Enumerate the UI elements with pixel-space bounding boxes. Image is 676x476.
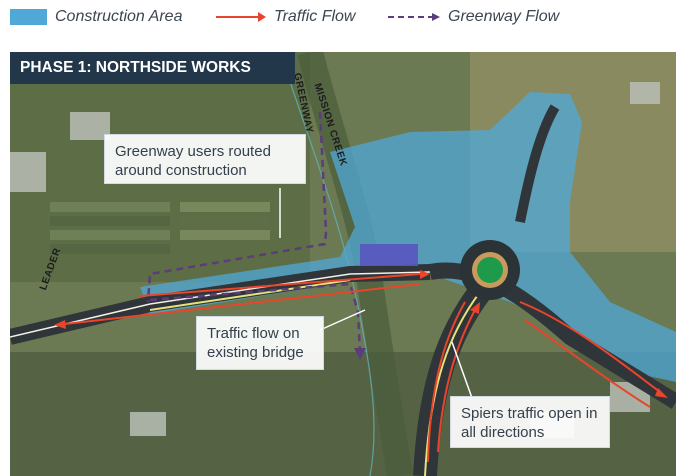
construction-area-swatch: [10, 9, 47, 25]
crop-rows: [50, 202, 270, 254]
legend-construction-label: Construction Area: [55, 8, 183, 25]
spiers-callout: Spiers traffic open in all directions: [450, 396, 610, 448]
phase-title-banner: PHASE 1: NORTHSIDE WORKS: [10, 52, 295, 84]
bridge: [360, 244, 418, 266]
spiers-callout-leader: [451, 341, 473, 399]
legend-construction-area: Construction Area: [10, 6, 182, 28]
legend-traffic-flow: Traffic Flow: [214, 6, 355, 28]
bridge-callout: Traffic flow on existing bridge: [196, 316, 324, 370]
traffic-flow-westbound: [64, 283, 421, 325]
greenway-return-path: [149, 282, 362, 353]
greenway-arrowhead-icon: [354, 348, 366, 360]
greenway-callout: Greenway users routed around constructio…: [104, 134, 306, 184]
traffic-flow-spiers-south: [427, 301, 466, 463]
bridge-callout-leader: [319, 309, 366, 331]
spiers-road-centerline: [424, 291, 481, 476]
roundabout-center: [477, 257, 503, 283]
main-road-edge: [10, 271, 431, 338]
main-road-centerline: [149, 279, 351, 311]
traffic-flow-arrows: [54, 270, 668, 463]
map-legend: Construction Area Traffic Flow Greenway …: [0, 0, 676, 38]
traffic-flow-spiers-north: [437, 309, 476, 453]
creek-channel: [297, 52, 413, 476]
greenway-flow-arrow-icon: [388, 13, 440, 21]
traffic-flow-arrow-icon: [216, 12, 266, 22]
traffic-flow-east-out: [519, 301, 661, 393]
legend-greenway-flow: Greenway Flow: [386, 6, 559, 28]
north-access-road: [515, 104, 560, 223]
traffic-flow-east-in: [524, 319, 651, 408]
traffic-flow-eastbound: [139, 273, 421, 297]
legend-greenway-label: Greenway Flow: [448, 8, 560, 25]
legend-traffic-label: Traffic Flow: [274, 8, 356, 25]
greenway-detour-path: [146, 111, 328, 303]
